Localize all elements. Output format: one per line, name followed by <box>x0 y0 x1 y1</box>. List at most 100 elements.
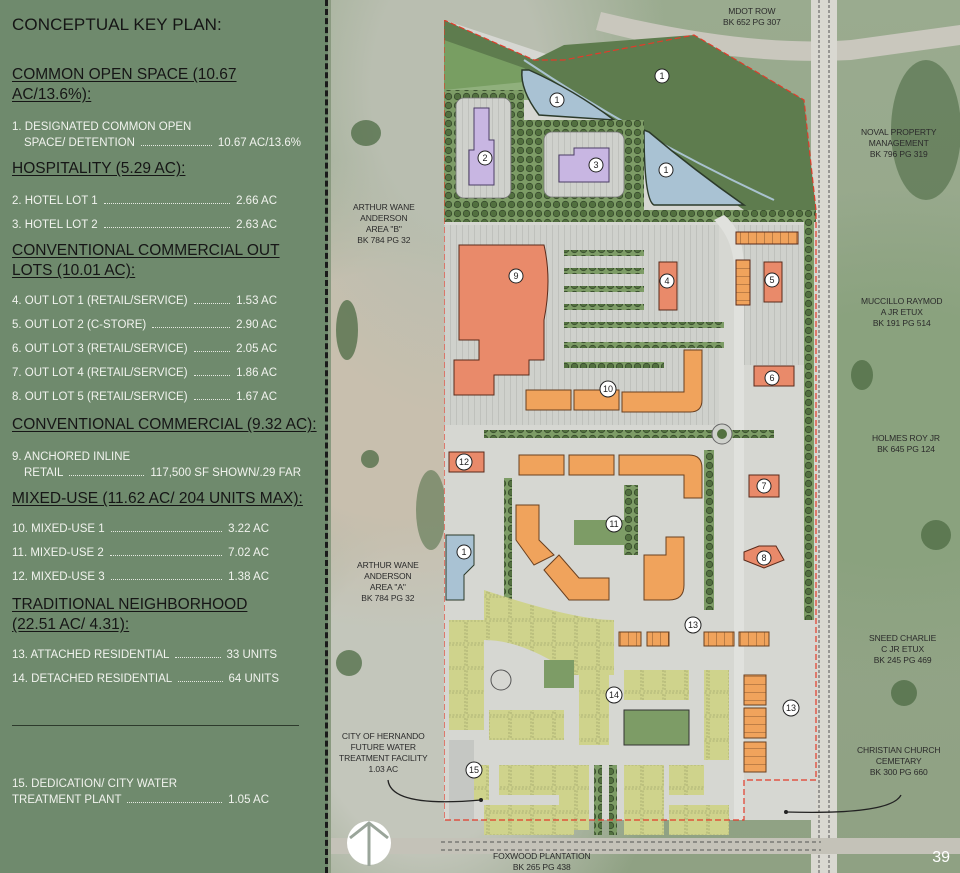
label-hernando-water-facility: CITY OF HERNANDO FUTURE WATER TREATMENT … <box>339 731 428 774</box>
north-arrow-icon <box>346 820 392 866</box>
item-label: 2. HOTEL LOT 1 <box>12 195 98 207</box>
svg-text:10: 10 <box>603 384 613 394</box>
aerial-tree <box>336 650 362 676</box>
svg-text:15: 15 <box>469 765 479 775</box>
item-value: 33 UNITS <box>226 649 278 661</box>
svg-text:2: 2 <box>482 153 487 163</box>
item-value: 3.22 AC <box>228 523 269 535</box>
svg-text:8: 8 <box>761 553 766 563</box>
category-heading-open-space: COMMON OPEN SPACE (10.67 AC/13.6%): <box>12 66 237 103</box>
item-label: 8. OUT LOT 5 (RETAIL/SERVICE) <box>12 391 188 403</box>
legend-item-5: 5. OUT LOT 2 (C-STORE) 2.90 AC <box>12 317 317 341</box>
legend-item-3: 3. HOTEL LOT 2 2.63 AC <box>12 217 317 241</box>
svg-text:7: 7 <box>761 481 766 491</box>
category-heading-conventional-commercial: CONVENTIONAL COMMERCIAL (9.32 AC): <box>12 416 317 433</box>
item-label: 4. OUT LOT 1 (RETAIL/SERVICE) <box>12 295 188 307</box>
label-noval-property: NOVAL PROPERTY MANAGEMENT BK 796 PG 319 <box>861 127 937 159</box>
svg-text:5: 5 <box>769 275 774 285</box>
legend-item-1: 1. DESIGNATED COMMON OPEN SPACE/ DETENTI… <box>12 119 317 159</box>
label-foxwood-plantation: FOXWOOD PLANTATION BK 265 PG 438 <box>493 851 591 872</box>
item-label: 6. OUT LOT 3 (RETAIL/SERVICE) <box>12 343 188 355</box>
parcel-markers: 1 1 1 1 2 3 4 5 6 7 8 9 10 11 12 13 13 1… <box>455 68 800 779</box>
category-heading-out-lots: CONVENTIONAL COMMERCIAL OUT LOTS (10.01 … <box>12 242 280 279</box>
category-heading-traditional-neighborhood: TRADITIONAL NEIGHBORHOOD (22.51 AC/ 4.31… <box>12 596 248 633</box>
label-sneed: SNEED CHARLIE C JR ETUX BK 245 PG 469 <box>869 633 937 665</box>
aerial-tree <box>891 60 960 200</box>
item-value: 7.02 AC <box>228 547 269 559</box>
aerial-tree <box>851 360 873 390</box>
item-value: 2.90 AC <box>236 319 277 331</box>
svg-text:9: 9 <box>513 271 518 281</box>
label-holmes: HOLMES ROY JR BK 645 PG 124 <box>872 433 940 454</box>
svg-text:6: 6 <box>769 373 774 383</box>
aerial-tree <box>351 120 381 146</box>
legend-item-2: 2. HOTEL LOT 1 2.66 AC <box>12 193 317 217</box>
leader-lines <box>387 779 902 814</box>
legend-panel: CONCEPTUAL KEY PLAN: COMMON OPEN SPACE (… <box>0 0 328 873</box>
legend-item-8: 8. OUT LOT 5 (RETAIL/SERVICE) 1.67 AC <box>12 389 317 413</box>
item-value: 1.86 AC <box>236 367 277 379</box>
item-label: 9. ANCHORED INLINE <box>12 451 131 463</box>
item-label: RETAIL <box>24 467 64 479</box>
svg-text:1: 1 <box>659 71 664 81</box>
item-label: 13. ATTACHED RESIDENTIAL <box>12 649 170 661</box>
legend-item-11: 11. MIXED-USE 2 7.02 AC <box>12 545 317 569</box>
item-value: 1.38 AC <box>228 571 269 583</box>
item-label: 10. MIXED-USE 1 <box>12 523 105 535</box>
legend-title: CONCEPTUAL KEY PLAN: <box>12 15 222 34</box>
item-value: 10.67 AC/13.6% <box>217 137 301 149</box>
svg-text:13: 13 <box>786 703 796 713</box>
item-label: TREATMENT PLANT <box>12 794 122 806</box>
label-anderson-area-b: ARTHUR WANE ANDERSON AREA "B" BK 784 PG … <box>353 202 415 245</box>
item-value: 64 UNITS <box>228 673 280 685</box>
aerial-tree <box>921 520 951 550</box>
label-anderson-area-a: ARTHUR WANE ANDERSON AREA "A" BK 784 PG … <box>357 560 419 603</box>
svg-text:13: 13 <box>688 620 698 630</box>
svg-text:14: 14 <box>609 690 619 700</box>
legend-item-9: 9. ANCHORED INLINE RETAIL 117,500 SF SHOW… <box>12 449 317 489</box>
item-value: 1.67 AC <box>236 391 277 403</box>
category-heading-mixed-use: MIXED-USE (11.62 AC/ 204 UNITS MAX): <box>12 490 303 507</box>
item-value: 117,500 SF SHOWN/.29 FAR <box>150 467 301 479</box>
label-muccillo: MUCCILLO RAYMOD A JR ETUX BK 191 PG 514 <box>861 296 943 328</box>
site-plan: 1 1 1 1 2 3 4 5 6 7 8 9 10 11 12 13 13 1… <box>444 20 939 840</box>
item-label: 1. DESIGNATED COMMON OPEN <box>12 121 192 133</box>
legend-item-12: 12. MIXED-USE 3 1.38 AC <box>12 569 317 593</box>
item-label: 14. DETACHED RESIDENTIAL <box>12 673 173 685</box>
item-value: 2.05 AC <box>236 343 277 355</box>
label-mdot-row: MDOT ROW BK 652 PG 307 <box>723 6 781 27</box>
legend-item-4: 4. OUT LOT 1 (RETAIL/SERVICE) 1.53 AC <box>12 293 317 317</box>
svg-text:3: 3 <box>593 160 598 170</box>
svg-text:11: 11 <box>609 519 618 529</box>
legend-divider <box>12 725 299 726</box>
item-label: 3. HOTEL LOT 2 <box>12 219 98 231</box>
svg-text:1: 1 <box>554 95 559 105</box>
site-plan-map: 1 1 1 1 2 3 4 5 6 7 8 9 10 11 12 13 13 1… <box>331 0 960 873</box>
aerial-tree <box>891 680 917 706</box>
item-label: 5. OUT LOT 2 (C-STORE) <box>12 319 147 331</box>
svg-text:12: 12 <box>459 457 469 467</box>
aerial-tree <box>336 300 358 360</box>
label-christian-church-cemetary: CHRISTIAN CHURCH CEMETARY BK 300 PG 660 <box>857 745 941 777</box>
legend-item-10: 10. MIXED-USE 1 3.22 AC <box>12 521 317 545</box>
svg-text:1: 1 <box>461 547 466 557</box>
item-value: 2.66 AC <box>236 195 277 207</box>
item-label: SPACE/ DETENTION <box>24 137 135 149</box>
item-value: 2.63 AC <box>236 219 277 231</box>
aerial-tree <box>361 450 379 468</box>
legend-item-7: 7. OUT LOT 4 (RETAIL/SERVICE) 1.86 AC <box>12 365 317 389</box>
legend-item-6: 6. OUT LOT 3 (RETAIL/SERVICE) 2.05 AC <box>12 341 317 365</box>
svg-text:1: 1 <box>663 165 668 175</box>
item-label: 15. DEDICATION/ CITY WATER <box>12 778 178 790</box>
legend-item-15: 15. DEDICATION/ CITY WATER TREATMENT PLA… <box>12 776 317 816</box>
svg-text:4: 4 <box>664 276 669 286</box>
item-label: 12. MIXED-USE 3 <box>12 571 105 583</box>
legend-item-13: 13. ATTACHED RESIDENTIAL 33 UNITS <box>12 647 317 671</box>
legend-item-14: 14. DETACHED RESIDENTIAL 64 UNITS <box>12 671 317 695</box>
item-label: 7. OUT LOT 4 (RETAIL/SERVICE) <box>12 367 188 379</box>
item-label: 11. MIXED-USE 2 <box>12 547 104 559</box>
item-value: 1.05 AC <box>228 794 269 806</box>
category-heading-hospitality: HOSPITALITY (5.29 AC): <box>12 160 186 177</box>
aerial-tree <box>416 470 446 550</box>
item-value: 1.53 AC <box>236 295 277 307</box>
